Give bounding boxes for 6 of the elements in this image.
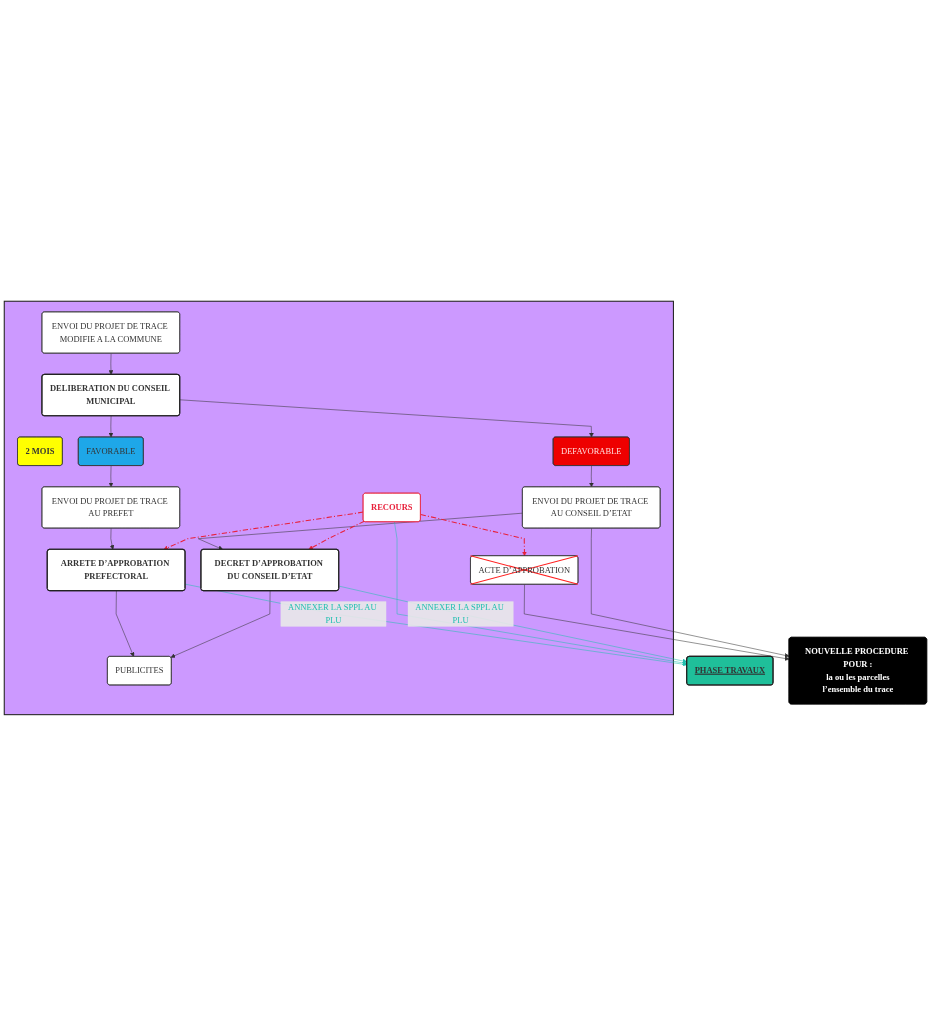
edge-label: ANNEXER LA SPPL AU PLU	[415, 602, 504, 625]
arrow	[308, 520, 365, 550]
arrow	[420, 513, 527, 557]
arrow	[163, 511, 364, 550]
edge-label: ANNEXER LA SPPL AU PLU	[288, 602, 377, 625]
cluster	[3, 300, 674, 716]
